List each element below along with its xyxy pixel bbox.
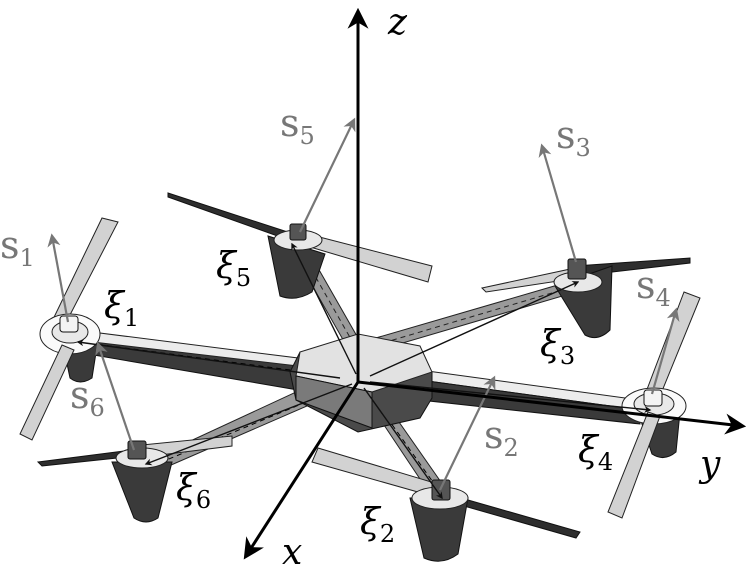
label-xi1: ξ1 (104, 286, 139, 332)
label-xi6: ξ6 (176, 468, 211, 514)
axis-label-z: z (387, 2, 408, 43)
rotor-5 (167, 192, 433, 299)
xi5-arrow (291, 242, 357, 375)
xi6-arrow (144, 383, 353, 466)
rotor-6 (36, 435, 233, 523)
arm-4 (419, 369, 641, 425)
x-axis (243, 381, 360, 560)
rotor-2 (311, 447, 581, 562)
s4-arrow (650, 307, 680, 395)
label-xi2: ξ2 (360, 502, 395, 548)
label-xi4: ξ4 (578, 430, 613, 476)
y-axis (357, 380, 747, 435)
label-xi5: ξ5 (216, 246, 251, 292)
xi1-arrow (76, 339, 341, 379)
arm-labels: ξ1 ξ5 ξ3 ξ4 ξ6 ξ2 (104, 246, 613, 548)
rotor-3 (480, 257, 691, 339)
s3-arrow (538, 143, 578, 263)
label-xi3: ξ3 (540, 324, 575, 370)
label-s3: s3 (556, 113, 591, 162)
rotor-1 (19, 217, 119, 441)
central-body (289, 333, 433, 433)
axis-label-x: x (282, 532, 302, 568)
xi4-arrow (369, 381, 652, 413)
s6-arrow (95, 341, 136, 451)
label-s4: s4 (636, 263, 671, 312)
arm-vector-arrows (76, 242, 652, 500)
rotor-4 (607, 291, 701, 519)
label-s6: s6 (70, 373, 105, 422)
xi2-arrow (363, 387, 443, 500)
thrust-labels: s1 s5 s3 s4 s6 s2 (0, 101, 671, 462)
s1-arrow (47, 233, 70, 323)
axis-label-y: y (698, 444, 721, 485)
coordinate-axes (243, 7, 747, 560)
label-s2: s2 (484, 413, 519, 462)
xi3-arrow (369, 281, 580, 377)
s5-arrow (299, 117, 356, 233)
label-s1: s1 (0, 223, 35, 272)
label-s5: s5 (280, 101, 315, 150)
